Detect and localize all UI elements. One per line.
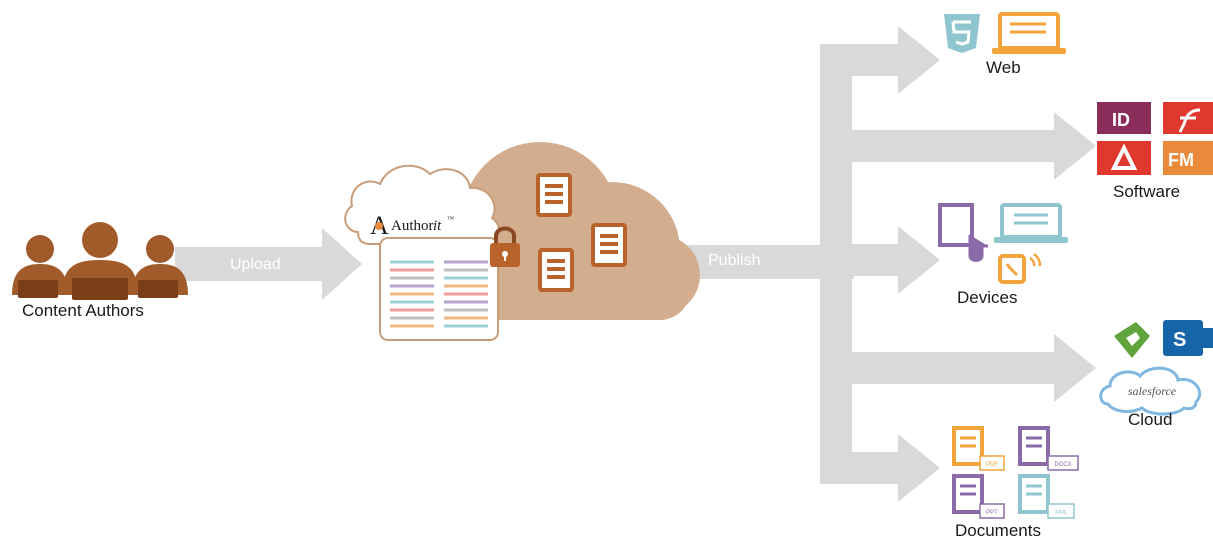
devices-laptop-icon — [994, 203, 1068, 243]
sharepoint-badge-label: S — [1173, 329, 1186, 351]
authorit-document-sheet — [379, 237, 499, 341]
pdf-format-label: PDF — [986, 462, 998, 468]
upload-arrow — [175, 228, 362, 300]
documents-label: Documents — [955, 521, 1041, 540]
indesign-badge-label: ID — [1112, 110, 1130, 130]
web-label: Web — [986, 58, 1021, 77]
cloud-doc-icon-3 — [538, 248, 574, 292]
laptop-icon — [992, 12, 1066, 54]
flash-icon — [1163, 102, 1213, 134]
distribution-arrows — [660, 26, 1096, 502]
cloud-doc-icon-1 — [536, 173, 572, 217]
content-authors-label: Content Authors — [22, 301, 144, 320]
software-label: Software — [1113, 182, 1181, 201]
tablet-touch-icon — [938, 203, 988, 262]
phone-icon — [998, 252, 1042, 284]
docx-document-icon: DOCX — [1018, 426, 1079, 471]
html5-icon — [944, 14, 980, 53]
authorit-logo-suffix: it — [433, 218, 442, 234]
cloud-document-icons — [536, 173, 627, 292]
lock-icon — [490, 226, 520, 267]
salesforce-label: salesforce — [1128, 384, 1177, 398]
ppt-document-icon: PPT — [952, 474, 1005, 519]
salesforce-icon: salesforce — [1099, 366, 1202, 416]
cloud-doc-icon-2 — [591, 223, 627, 267]
evernote-icon — [1114, 322, 1150, 358]
framemaker-icon: FM — [1163, 141, 1213, 175]
upload-label: Upload — [230, 256, 281, 273]
xml-document-icon: XML — [1018, 474, 1075, 519]
publish-label: Publish — [708, 252, 761, 269]
content-authors-icon — [12, 222, 188, 300]
acrobat-icon — [1097, 141, 1151, 175]
docx-format-label: DOCX — [1054, 462, 1071, 468]
framemaker-badge-label: FM — [1168, 150, 1194, 170]
authorit-logo: A Author it ™ — [370, 211, 454, 240]
authorit-logo-name: Author — [391, 218, 434, 234]
authorit-logo-tm: ™ — [447, 215, 454, 223]
devices-label: Devices — [957, 288, 1018, 307]
xml-format-label: XML — [1055, 510, 1068, 516]
indesign-icon: ID — [1097, 102, 1151, 134]
cloud-label: Cloud — [1128, 410, 1173, 429]
pdf-document-icon: PDF — [952, 426, 1005, 471]
sharepoint-icon: S — [1163, 320, 1213, 356]
ppt-format-label: PPT — [986, 510, 998, 516]
